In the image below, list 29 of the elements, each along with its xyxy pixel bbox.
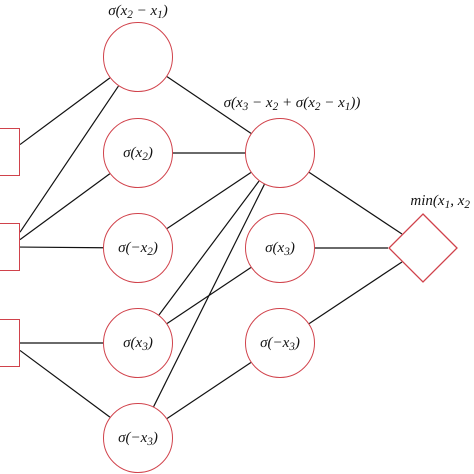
connector-line	[173, 152, 245, 154]
connector-line	[20, 86, 119, 232]
node-label: σ(−x$_{3}$)	[118, 428, 158, 450]
input-box	[0, 319, 20, 367]
input-box	[0, 128, 20, 176]
connector-line	[20, 246, 103, 248]
connector-line	[166, 172, 252, 230]
input-box	[0, 223, 20, 271]
node-label: σ(x$_{3}$)	[123, 334, 153, 354]
connector-line	[166, 362, 252, 420]
connector-line	[308, 261, 402, 324]
node-label: σ(−x$_{2}$)	[118, 238, 158, 260]
connector-line	[315, 247, 388, 249]
connector-line	[20, 350, 110, 418]
connector-line	[166, 266, 252, 324]
connector-line	[20, 173, 110, 240]
connector-line	[166, 76, 252, 134]
node-caption: σ(x$_{2}$ − x$_{1}$)	[108, 2, 168, 22]
node-label: σ(−x$_{3}$)	[260, 334, 300, 354]
node-caption: min(x$_{1}$, x$_{2}$	[410, 192, 470, 212]
connector-line	[308, 172, 402, 235]
connector-line	[158, 180, 260, 316]
node-label: σ(x$_{3}$)	[265, 238, 295, 260]
connector-line	[20, 342, 103, 344]
decision-diamond	[388, 213, 458, 283]
connector-line	[20, 77, 110, 146]
connector-line	[153, 184, 265, 407]
node-caption: σ(x$_{3}$ − x$_{2}$ + σ(x$_{2}$ − x$_{1}$))	[224, 94, 360, 114]
node-label: σ(x$_{2}$)	[123, 144, 153, 164]
